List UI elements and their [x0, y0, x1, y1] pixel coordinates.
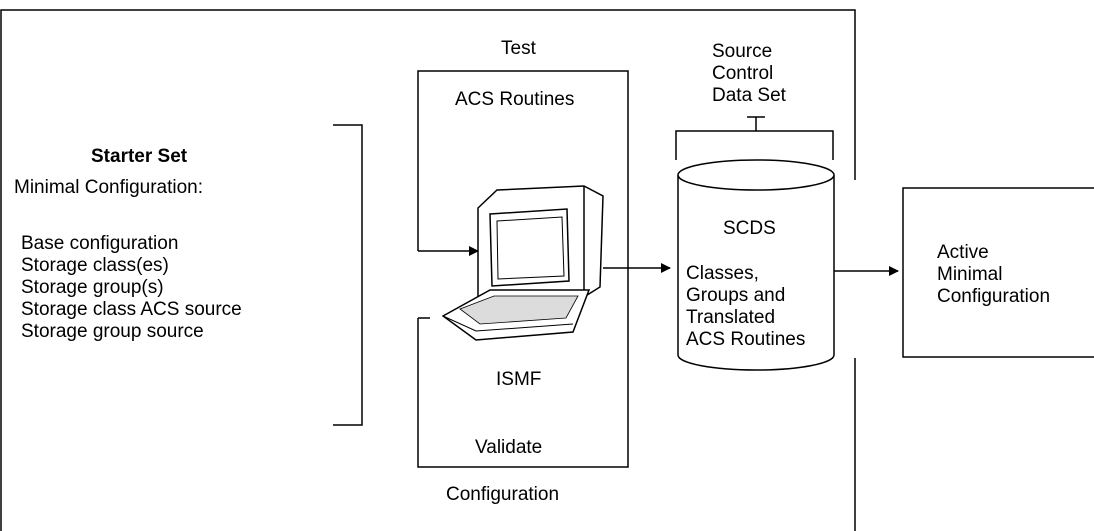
starter-set-item: Base configuration — [21, 233, 179, 254]
scds-content-line: Translated — [686, 307, 776, 328]
scds-header-line: Control — [712, 63, 774, 84]
ismf-label: ISMF — [496, 369, 542, 390]
starter-set-bracket — [333, 124, 363, 426]
starter-set-item: Storage group(s) — [21, 277, 164, 298]
active-box — [902, 187, 1094, 358]
test-box-upper — [417, 70, 629, 468]
active-line: Configuration — [937, 286, 1051, 307]
starter-set-item: Storage class(es) — [21, 255, 169, 276]
validate-label: Validate — [475, 437, 543, 458]
starter-set-item: Storage group source — [21, 321, 204, 342]
scds-content-line: Classes, — [686, 263, 759, 284]
scds-cylinder — [677, 159, 835, 371]
scds-content-line: ACS Routines — [686, 329, 806, 350]
test-label: Test — [501, 38, 536, 59]
configuration-label: Configuration — [446, 484, 560, 505]
starter-set-item: Storage class ACS source — [21, 299, 242, 320]
starter-set-title: Starter Set — [91, 146, 188, 167]
scds-name: SCDS — [723, 218, 776, 239]
active-line: Active — [937, 242, 989, 263]
scds-header-line: Source — [712, 41, 773, 62]
outer-frame — [0, 9, 856, 531]
terminal-icon — [441, 185, 604, 341]
scds-bracket — [675, 130, 834, 160]
scds-content-line: Groups and — [686, 285, 786, 306]
acs-routines-label: ACS Routines — [455, 89, 575, 110]
active-line: Minimal — [937, 264, 1003, 285]
scds-header-line: Data Set — [712, 85, 786, 106]
starter-set-subtitle: Minimal Configuration: — [14, 177, 204, 198]
